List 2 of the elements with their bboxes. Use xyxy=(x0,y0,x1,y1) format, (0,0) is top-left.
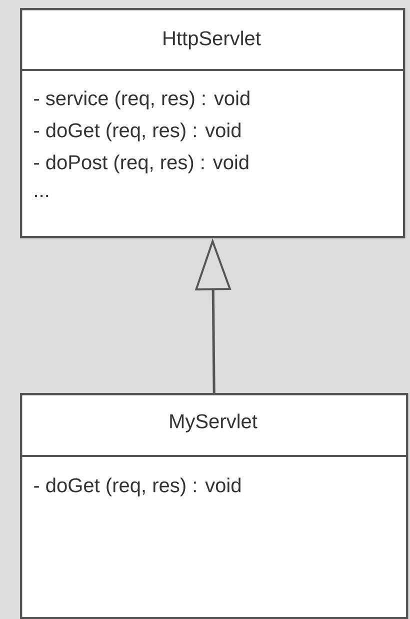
class-box: MyServlet - doGet (req, res) : void xyxy=(20,393,408,619)
class-box: HttpServlet - service (req, res) : void - doGet (req, res) : void - doPost (req, res) : void ... xyxy=(20,8,406,238)
